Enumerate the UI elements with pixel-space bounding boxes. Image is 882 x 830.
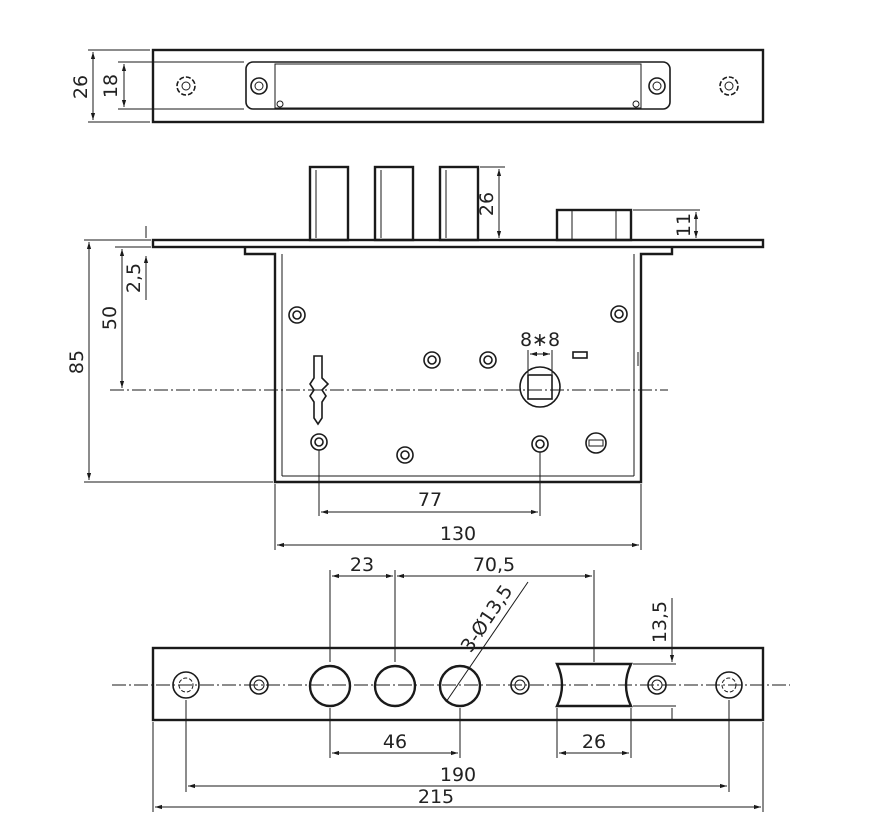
torx-screw-icon bbox=[715, 671, 743, 699]
lock-body-side-view: 26 11 2,5 50 85 8∗8 77 130 bbox=[66, 165, 765, 550]
dim-label: 2,5 bbox=[123, 263, 145, 293]
dim-label: 26 bbox=[582, 731, 606, 753]
dim-label: 18 bbox=[100, 74, 122, 98]
dim-label: 50 bbox=[99, 306, 121, 330]
dim-label: 77 bbox=[418, 489, 442, 511]
dim-label: 8∗8 bbox=[520, 329, 560, 351]
dim-label: 215 bbox=[418, 786, 454, 808]
dim-label: 85 bbox=[66, 350, 88, 374]
torx-screw-icon bbox=[176, 76, 196, 96]
torx-screw-icon bbox=[172, 671, 200, 699]
dim-label: 3-Ø13,5 bbox=[457, 581, 518, 656]
dim-label: 26 bbox=[70, 75, 92, 99]
dim-label: 70,5 bbox=[473, 554, 515, 576]
dim-label: 23 bbox=[350, 554, 374, 576]
faceplate-front-view: 23 70,5 3-Ø13,5 13,5 46 26 190 215 bbox=[112, 554, 790, 812]
dim-label: 130 bbox=[440, 523, 476, 545]
faceplate-top-view: 26 18 bbox=[70, 48, 765, 124]
keyhole-icon bbox=[309, 355, 330, 426]
dim-label: 11 bbox=[673, 213, 695, 237]
dim-label: 46 bbox=[383, 731, 407, 753]
dim-label: 13,5 bbox=[649, 601, 671, 643]
torx-screw-icon bbox=[719, 76, 739, 96]
dim-label: 190 bbox=[440, 764, 476, 786]
dim-label: 26 bbox=[476, 192, 498, 216]
